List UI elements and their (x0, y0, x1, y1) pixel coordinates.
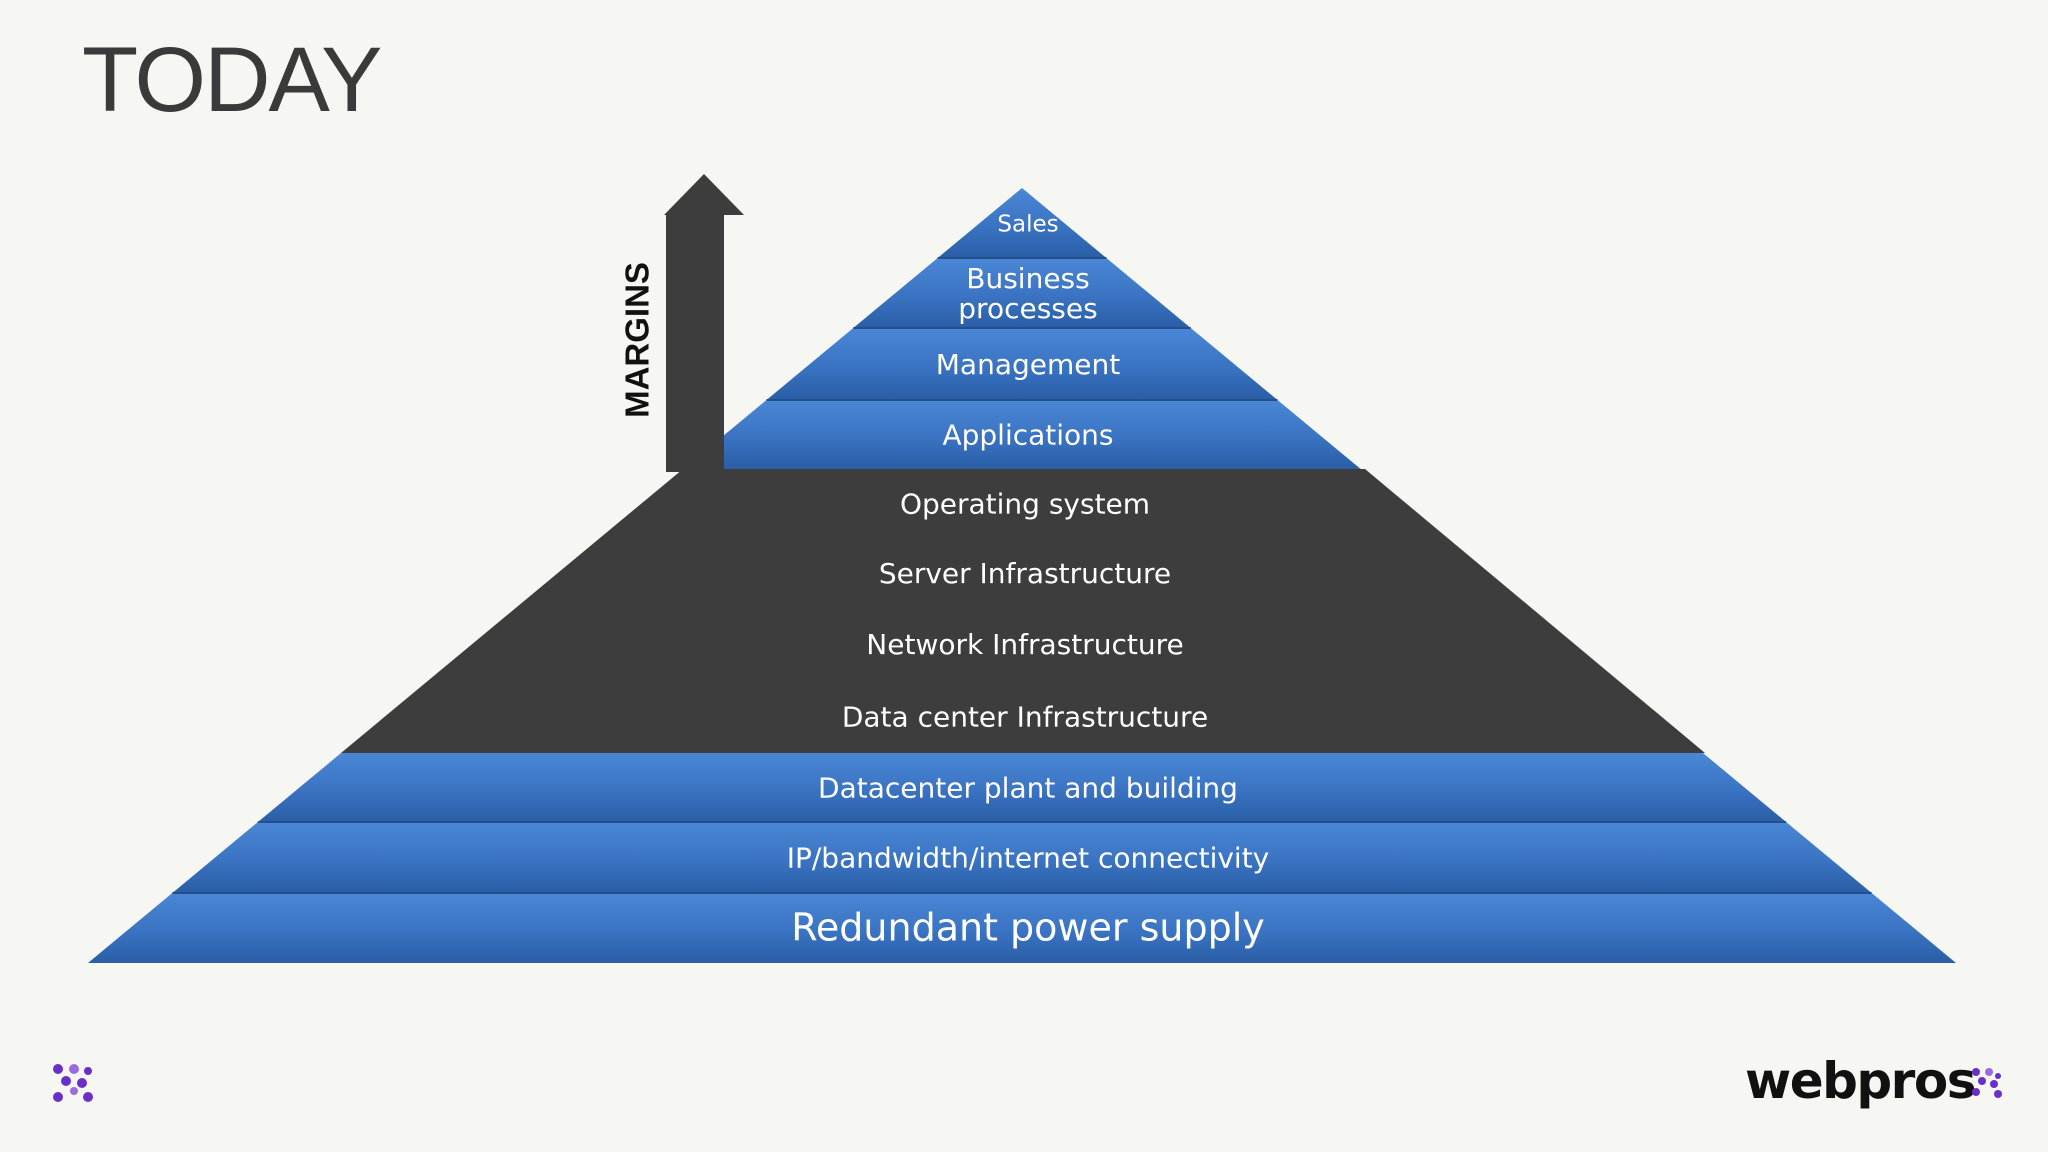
pyramid-layer-label: Operating system (900, 488, 1150, 521)
pyramid-layer-label: Management (936, 348, 1120, 381)
wordmark-mark-icon (1972, 1068, 2002, 1098)
pyramid-layer-label: Applications (942, 419, 1113, 452)
brand-wordmark: webpros (1745, 1052, 1975, 1110)
pyramid-layer-top (766, 328, 1278, 400)
pyramid-layer-bottom (172, 822, 1872, 893)
pyramid-layer-top (937, 188, 1107, 258)
pyramid-layer-bottom (257, 753, 1787, 822)
pyramid-layer-label: IP/bandwidth/internet connectivity (787, 842, 1270, 875)
pyramid-layer-label: Redundant power supply (791, 906, 1265, 950)
brand-mark-icon (53, 1064, 93, 1102)
pyramid-layer-label: Sales (997, 212, 1058, 238)
pyramid-layer-label: Data center Infrastructure (842, 701, 1208, 734)
pyramid-layer-label: Datacenter plant and building (818, 772, 1238, 805)
pyramid-layer-top (853, 258, 1191, 328)
margins-label: MARGINS (619, 262, 656, 418)
pyramid-layer-label: processes (958, 292, 1097, 325)
slide-title: TODAY (82, 29, 382, 131)
pyramid-layer-top (683, 400, 1361, 469)
pyramid-layer-label: Server Infrastructure (879, 557, 1171, 590)
middle-section (341, 469, 1705, 753)
pyramid-layer-label: Network Infrastructure (866, 628, 1183, 661)
margins-arrow (664, 174, 744, 472)
pyramid-layer-bottom (88, 893, 1956, 963)
pyramid-layer-label: Business (966, 262, 1089, 295)
